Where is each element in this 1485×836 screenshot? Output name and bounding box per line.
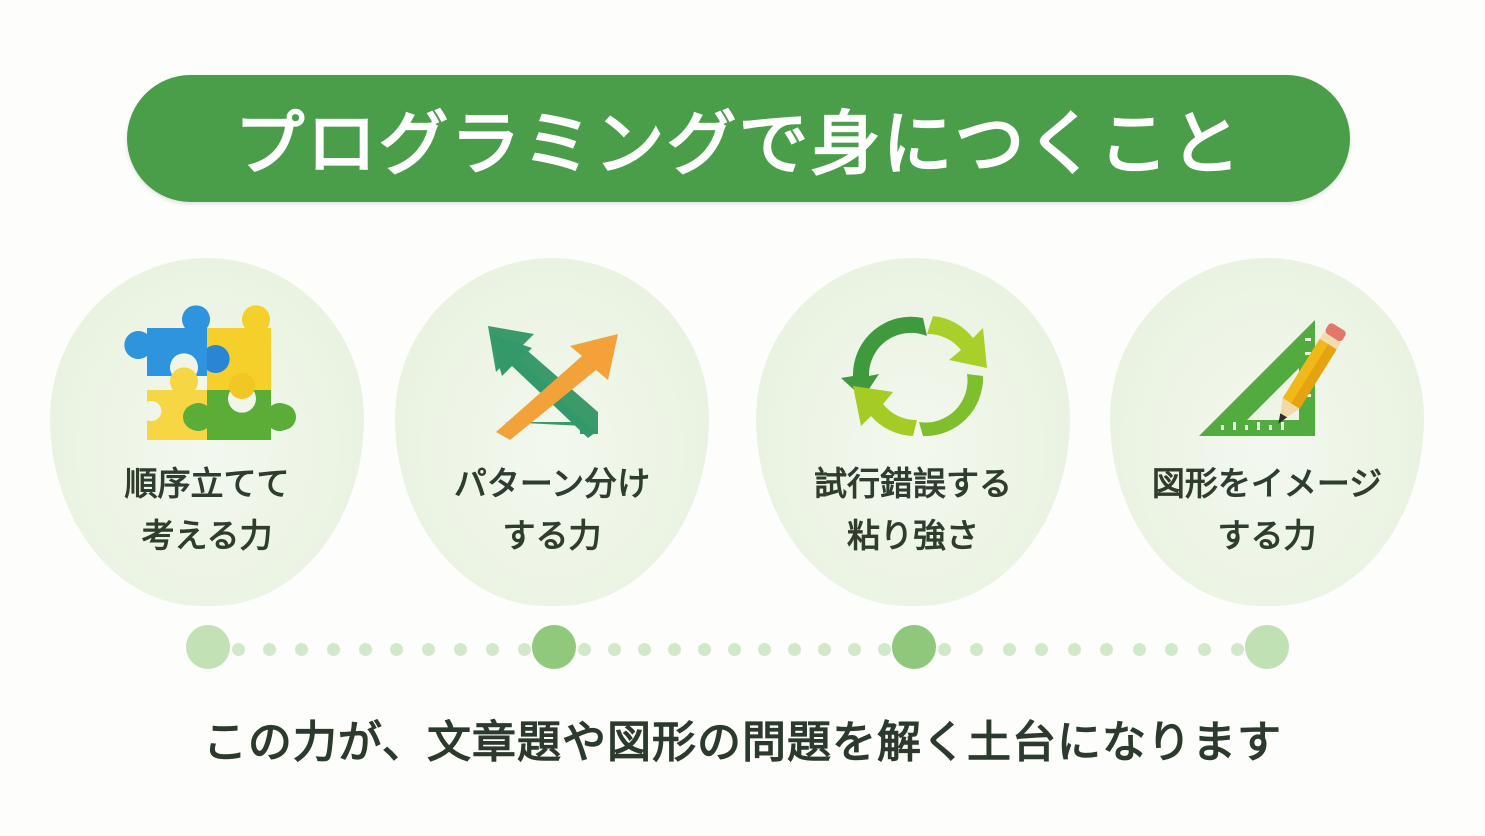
timeline-step-dot-4 [1245,625,1289,669]
timeline-small-dot [1132,642,1146,656]
skill-card-sequencing: 順序立てて 考える力 [50,258,364,606]
timeline-small-dot [970,642,984,656]
summary-text: この力が、文章題や図形の問題を解く土台になります [202,717,1283,768]
skill-label-line1: 試行錯誤する [814,464,1012,503]
timeline-small-dot [757,642,771,656]
skill-label-line2: する力 [502,516,602,555]
timeline-step-dot-2 [532,625,576,669]
skill-label-line1: パターン分け [453,464,651,503]
skill-label-line1: 図形をイメージ [1151,464,1383,503]
skill-label-line2: する力 [1217,516,1317,555]
timeline-small-dot [453,642,467,656]
skill-card-shape-imagination: 図形をイメージ する力 [1110,258,1424,606]
timeline-small-dot [263,642,277,656]
timeline-small-dot [577,642,591,656]
timeline-small-dot [1100,642,1114,656]
timeline-step-dot-3 [892,625,936,669]
skill-label-line1: 順序立てて [124,464,290,503]
timeline-small-dot [422,642,436,656]
cycle-arrows-icon [823,298,1003,448]
skill-label: 順序立てて 考える力 [50,458,364,562]
timeline-small-dot [1035,642,1049,656]
timeline-small-dot [1002,642,1016,656]
timeline-small-dot [697,642,711,656]
timeline-small-dot [326,642,340,656]
skill-card-pattern: パターン分け する力 [395,258,709,606]
timeline-small-dot [817,642,831,656]
puzzle-icon [117,298,297,448]
timeline-small-dot [847,642,861,656]
timeline-small-dot [358,642,372,656]
timeline-step-dot-1 [186,625,230,669]
timeline-small-dot [1067,642,1081,656]
timeline-small-dot [485,642,499,656]
skill-label-line2: 粘り強さ [847,516,979,555]
set-square-pencil-icon [1177,298,1357,448]
skill-label: パターン分け する力 [395,458,709,562]
timeline-small-dot [231,642,245,656]
timeline-small-dot [667,642,681,656]
timeline-small-dot [1197,642,1211,656]
timeline-small-dot [1165,642,1179,656]
timeline-small-dot [1230,642,1244,656]
title-banner: プログラミングで身につくこと [127,75,1350,202]
timeline-small-dot [727,642,741,656]
skill-label: 試行錯誤する 粘り強さ [756,458,1070,562]
timeline-small-dot [295,642,309,656]
timeline-small-dot [390,642,404,656]
timeline-small-dot [787,642,801,656]
crossed-arrows-icon [462,298,642,448]
timeline-small-dot [517,642,531,656]
skill-label: 図形をイメージ する力 [1110,458,1424,562]
timeline-small-dot [607,642,621,656]
timeline-small-dot [877,642,891,656]
skill-label-line2: 考える力 [141,516,273,555]
page-title: プログラミングで身につくこと [234,103,1243,185]
timeline-small-dot [637,642,651,656]
timeline-small-dot [937,642,951,656]
skill-card-trial-and-error: 試行錯誤する 粘り強さ [756,258,1070,606]
